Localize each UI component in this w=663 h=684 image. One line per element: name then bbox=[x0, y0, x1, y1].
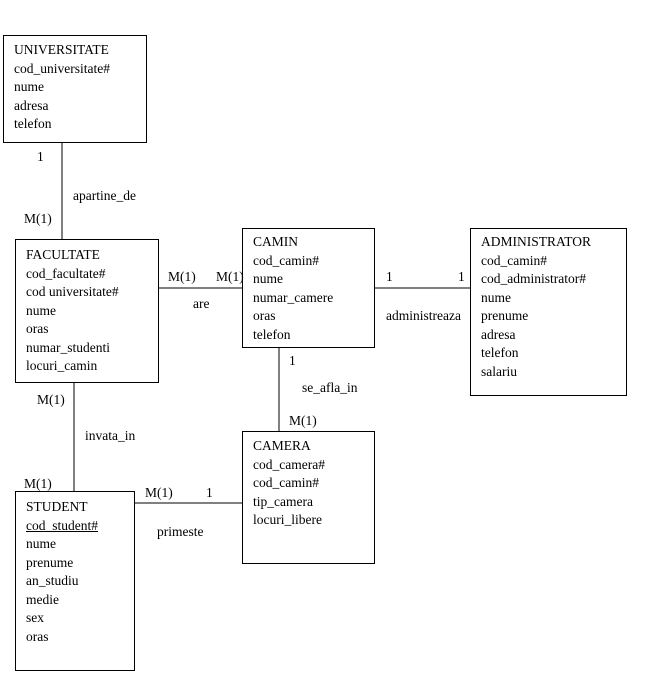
entity-title: STUDENT bbox=[26, 499, 88, 514]
entity-attribute: telefon bbox=[14, 116, 52, 131]
entity-attribute: nume bbox=[481, 289, 511, 305]
cardinality-label: 1 bbox=[206, 485, 213, 500]
entity-attribute: cod universitate# bbox=[26, 284, 119, 299]
entity-attribute: cod_facultate# bbox=[26, 265, 106, 281]
entity-attribute: medie bbox=[26, 591, 59, 607]
entity-attribute: nume bbox=[253, 271, 283, 286]
entity-attribute: cod_camin# bbox=[253, 475, 319, 490]
relationship-name: are bbox=[193, 296, 210, 311]
entity-attribute: oras bbox=[26, 628, 49, 644]
cardinality-label: M(1) bbox=[145, 485, 173, 500]
entity-title: ADMINISTRATOR bbox=[481, 234, 592, 249]
entity-attribute: cod_universitate# bbox=[14, 60, 110, 76]
cardinality-label: 1 bbox=[458, 269, 465, 284]
entity-title: CAMIN bbox=[253, 234, 299, 249]
entity-attribute: oras bbox=[26, 321, 49, 336]
entity-attribute: prenume bbox=[481, 308, 529, 323]
cardinality-label: M(1) bbox=[24, 476, 52, 491]
cardinality-label: 1 bbox=[386, 269, 393, 284]
entity-universitate: UNIVERSITATE cod_universitate#nume adresa t… bbox=[3, 35, 147, 143]
entity-attribute: sex bbox=[26, 610, 44, 625]
entity-attribute: adresa bbox=[14, 97, 49, 113]
entity-attribute: telefon bbox=[253, 326, 291, 342]
cardinality-label: 1 bbox=[289, 353, 296, 368]
entity-administrator: ADMINISTRATOR cod_camin# cod_administrator… bbox=[470, 228, 627, 396]
relationship-name: invata_in bbox=[85, 428, 136, 443]
cardinality-label: 1 bbox=[37, 149, 44, 164]
entity-facultate: FACULTATE cod_facultate#cod universitate#… bbox=[15, 239, 159, 383]
relationship-name: administreaza bbox=[386, 308, 461, 323]
entity-attribute: numar_studenti bbox=[26, 339, 110, 355]
entity-title: FACULTATE bbox=[26, 247, 100, 262]
relationship-name: primeste bbox=[157, 524, 204, 539]
entity-attribute: an_studiu bbox=[26, 573, 79, 588]
entity-attribute: cod_administrator# bbox=[481, 271, 586, 286]
entity-attribute: cod_student# bbox=[26, 517, 98, 533]
relationship-name: se_afla_in bbox=[302, 380, 358, 395]
relationship-name: apartine_de bbox=[73, 188, 136, 203]
entity-attribute: cod_camera# bbox=[253, 456, 325, 472]
entity-attribute: salariu bbox=[481, 363, 517, 379]
entity-attribute: nume bbox=[26, 536, 56, 551]
entity-attribute: cod_camin# bbox=[253, 252, 319, 268]
entity-attribute: cod_camin# bbox=[481, 252, 547, 268]
entity-attribute: nume bbox=[26, 302, 56, 318]
entity-attribute: numar_camere bbox=[253, 289, 334, 305]
entity-title: CAMERA bbox=[253, 438, 311, 453]
entity-attribute: locuri_libere bbox=[253, 512, 322, 527]
entity-attribute: tip_camera bbox=[253, 493, 313, 509]
cardinality-label: M(1) bbox=[24, 211, 52, 226]
entity-attribute: prenume bbox=[26, 554, 74, 570]
cardinality-label: M(1) bbox=[289, 413, 317, 428]
cardinality-label: M(1) bbox=[168, 269, 196, 284]
entity-attribute: adresa bbox=[481, 326, 516, 342]
entity-attribute: oras bbox=[253, 308, 276, 323]
entity-attribute: nume bbox=[14, 79, 44, 94]
cardinality-label: M(1) bbox=[37, 392, 65, 407]
entity-attribute: locuri_camin bbox=[26, 358, 98, 373]
entity-attribute: telefon bbox=[481, 345, 519, 360]
cardinality-label: M(1) bbox=[216, 269, 244, 284]
entity-title: UNIVERSITATE bbox=[14, 42, 109, 57]
